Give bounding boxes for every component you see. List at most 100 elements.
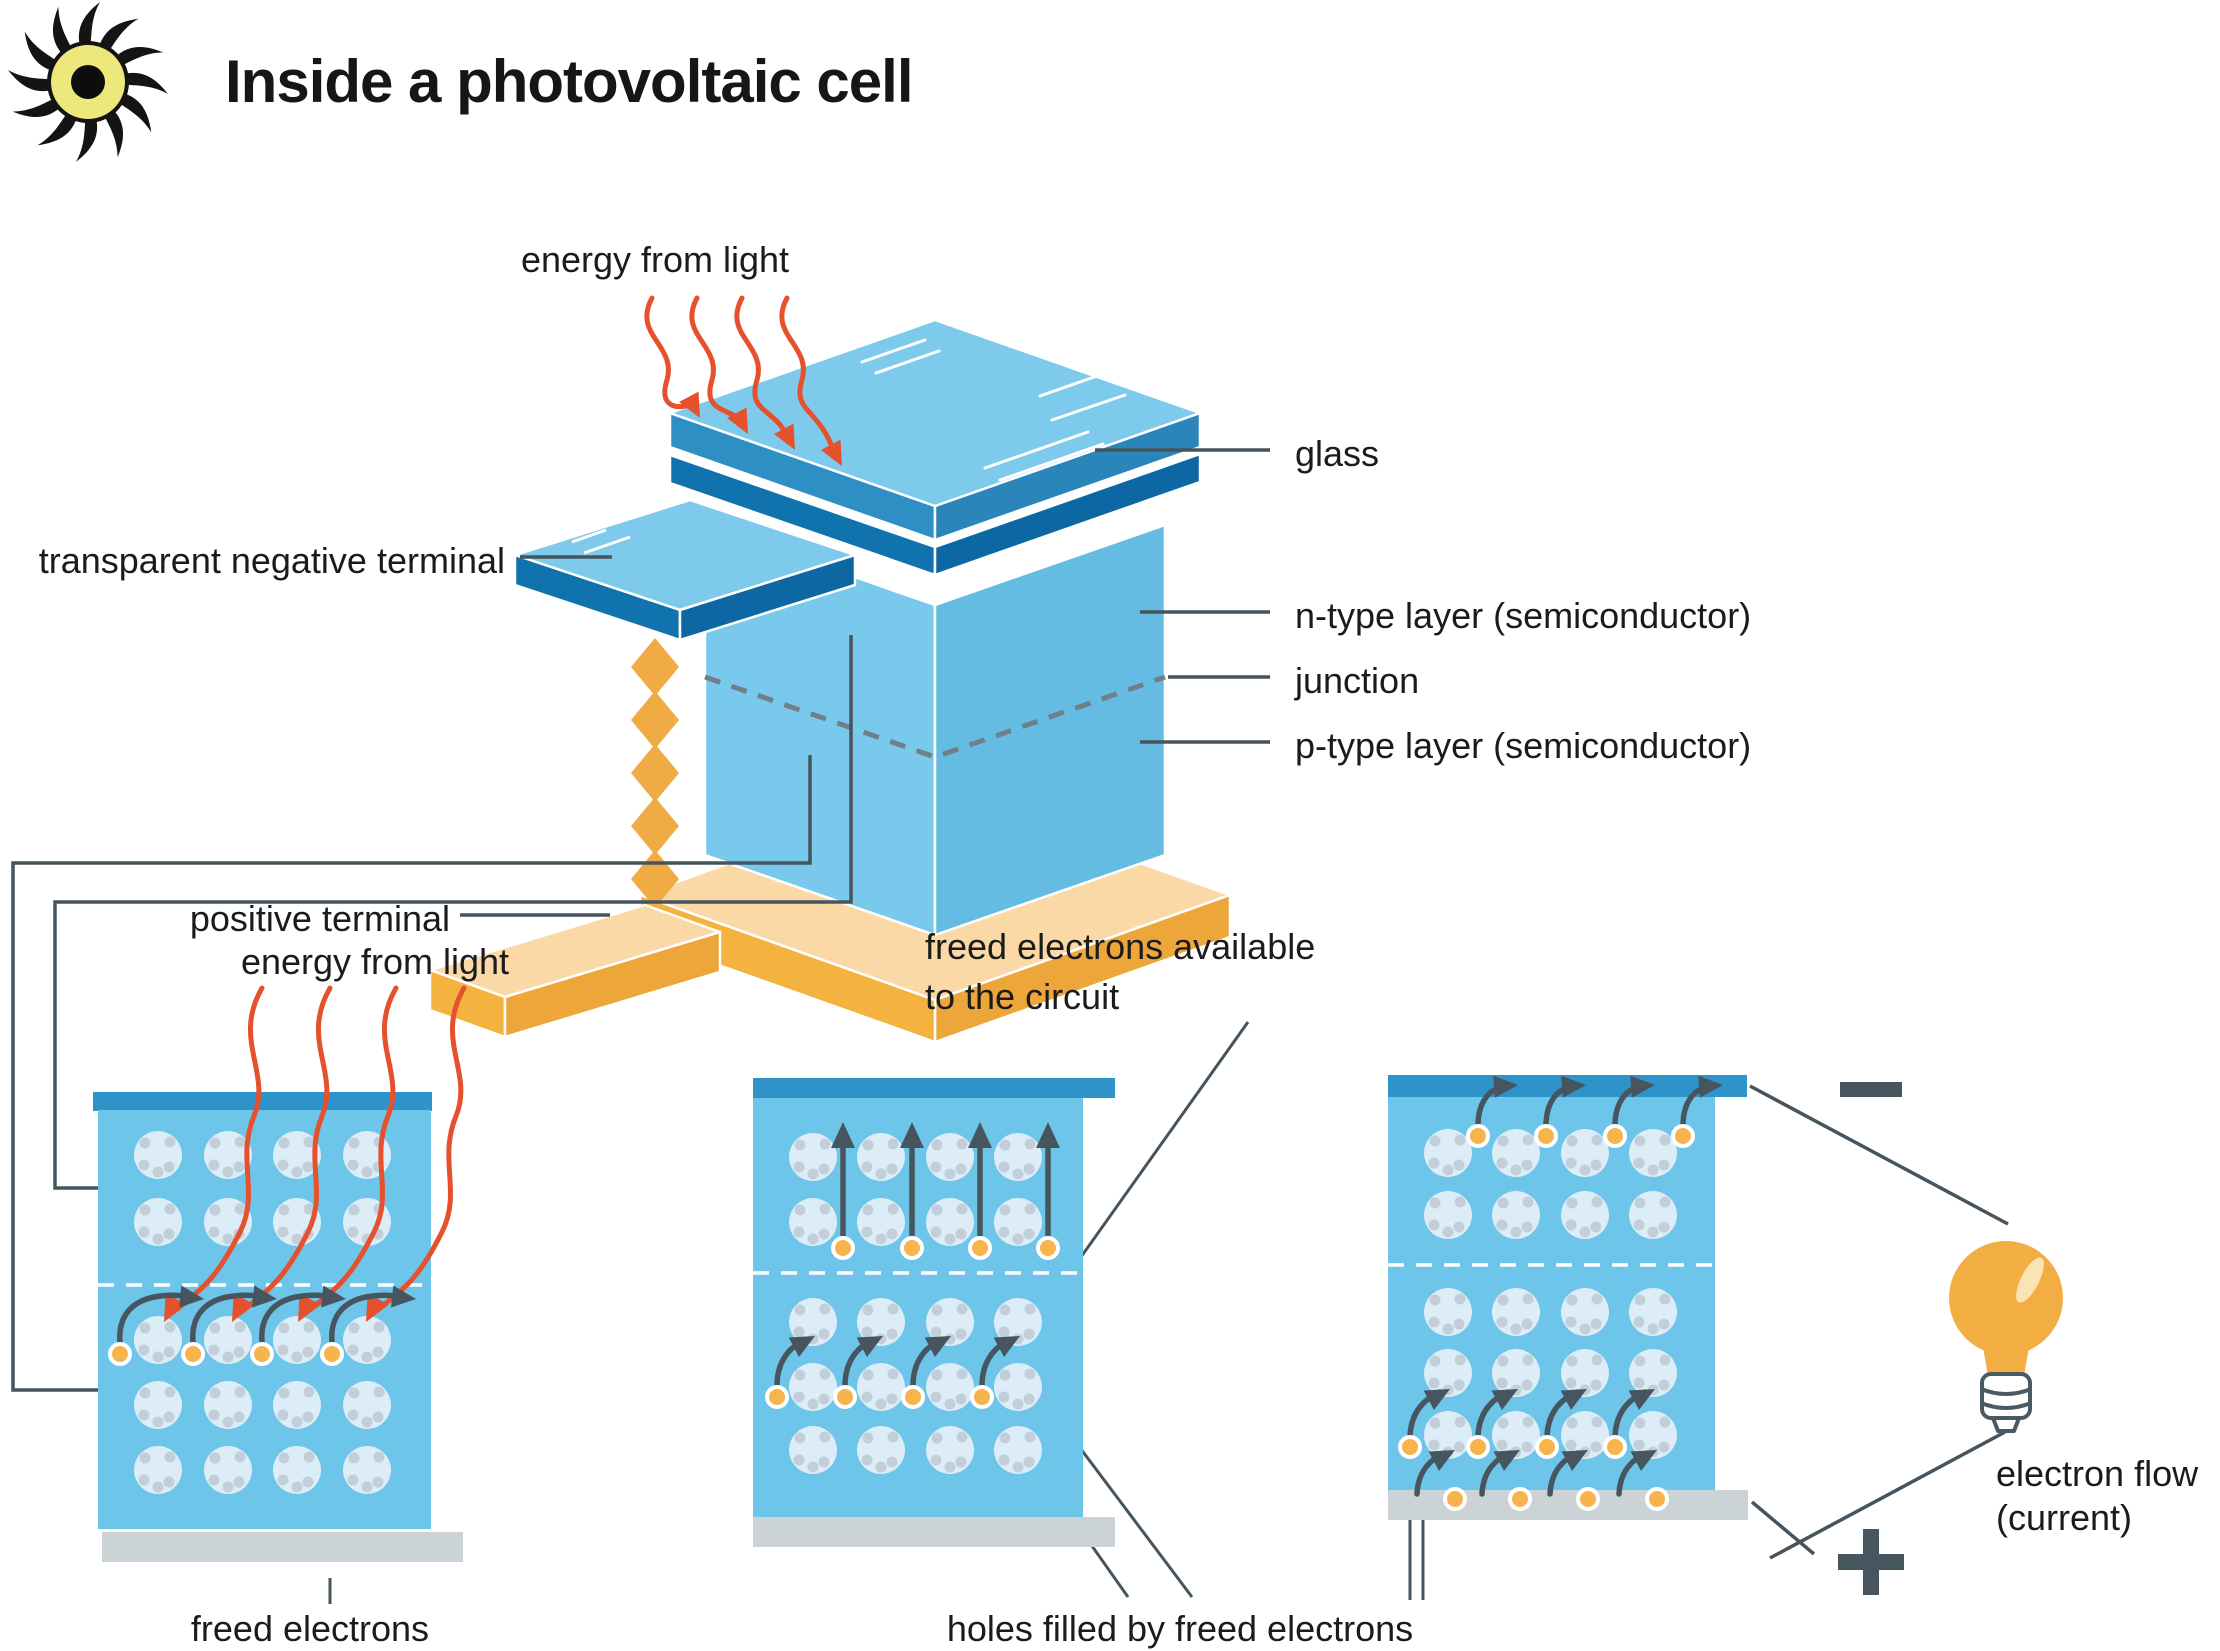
- energy-wave-arrow: [734, 295, 790, 439]
- negative-terminal-label: transparent negative terminal: [38, 540, 505, 581]
- electron-hop-arrowhead: [391, 1285, 416, 1308]
- atom: [204, 1381, 252, 1429]
- atom: [857, 1298, 905, 1346]
- stage-panels: [93, 985, 1748, 1562]
- energy-from-light-label-panel: energy from light: [240, 941, 510, 982]
- electron-dot: [1671, 1124, 1695, 1148]
- junction-label: junction: [1295, 660, 1420, 701]
- atom: [1629, 1349, 1677, 1397]
- holes-filled-label: holes filled by freed electrons: [946, 1608, 1414, 1649]
- wire-positive-bar: [1750, 1500, 1816, 1556]
- tab-streaks: [571, 528, 631, 555]
- negative-terminal-slab: [513, 452, 1202, 642]
- energy-wave-arrowhead: [164, 1293, 187, 1322]
- electron-dot: [1398, 1435, 1422, 1459]
- panel-bottom-bar: [753, 1517, 1115, 1547]
- atom: [343, 1316, 391, 1364]
- sun-ray: [52, 6, 75, 58]
- panel-circuit-extras: [1398, 1075, 1723, 1511]
- sun-ray: [76, 113, 98, 162]
- electron-hop-arrowhead: [321, 1285, 346, 1308]
- atom: [857, 1133, 905, 1181]
- atom: [1424, 1191, 1472, 1239]
- atom: [926, 1426, 974, 1474]
- glass-label: glass: [1295, 433, 1380, 474]
- atom: [1424, 1129, 1472, 1177]
- page-title: Inside a photovoltaic cell: [225, 48, 913, 115]
- atom: [1629, 1411, 1677, 1459]
- panel-freed: [93, 1092, 463, 1562]
- wire-negative-to-bulb: [1749, 1084, 2009, 1226]
- energy-wave-arrow: [237, 985, 333, 1315]
- atom: [204, 1131, 252, 1179]
- electron-dot: [320, 1342, 344, 1366]
- electron-up-arrowhead: [968, 1122, 992, 1148]
- atom: [994, 1363, 1042, 1411]
- atom: [926, 1363, 974, 1411]
- panel-top-bar: [753, 1078, 1115, 1098]
- energy-wave-arrowhead: [679, 391, 700, 418]
- electron-dot: [250, 1342, 274, 1366]
- current-out-arrowhead: [1698, 1075, 1723, 1098]
- sun-icon: [8, 2, 168, 162]
- panel-bottom-bar: [1388, 1490, 1748, 1520]
- glass-slab: [668, 318, 1202, 542]
- atom: [857, 1426, 905, 1474]
- sun-ray: [12, 95, 64, 118]
- energy-wave-arrow: [303, 985, 399, 1315]
- atom: [857, 1363, 905, 1411]
- electron-enter-arrowhead: [1561, 1450, 1588, 1471]
- electron-enter-arrowhead: [1493, 1450, 1520, 1471]
- connector-p-type-to-panel: [11, 755, 812, 1392]
- atom: [1492, 1288, 1540, 1336]
- energy-wave-arrow: [644, 295, 695, 410]
- atom: [926, 1133, 974, 1181]
- wire-bulb-to-positive: [1769, 1430, 2006, 1560]
- atom: [273, 1131, 321, 1179]
- electron-rise-arrowhead: [1560, 1389, 1587, 1410]
- electron-dot: [1466, 1124, 1490, 1148]
- electron-dot: [1534, 1124, 1558, 1148]
- electron-dot: [900, 1236, 924, 1260]
- electron-flow-label-line1: electron flow: [1996, 1453, 2199, 1494]
- panel-circuit: [1388, 1075, 1748, 1520]
- electron-rise-arrowhead: [1491, 1389, 1518, 1410]
- terminal-connector-chain: [631, 638, 679, 908]
- atom: [1629, 1129, 1677, 1177]
- leader-lines: [11, 448, 1270, 1392]
- atom: [343, 1446, 391, 1494]
- panel-available: [753, 1078, 1115, 1547]
- energy-wave-arrowhead: [727, 407, 748, 434]
- electron-enter-arrowhead: [1630, 1450, 1657, 1471]
- sun-ray: [119, 72, 168, 94]
- atom: [1492, 1191, 1540, 1239]
- glass-streaks: [860, 338, 1150, 482]
- electron-dot: [970, 1385, 994, 1409]
- atom: [994, 1298, 1042, 1346]
- freed-electrons-label: freed electrons: [190, 1608, 430, 1649]
- energy-wave-arrow: [371, 985, 467, 1315]
- atom: [1424, 1349, 1472, 1397]
- electron-dot: [833, 1385, 857, 1409]
- energy-arrows-top: [644, 295, 842, 466]
- energy-wave-arrowhead: [232, 1293, 255, 1322]
- panel-top-bar: [93, 1092, 432, 1111]
- atom: [789, 1363, 837, 1411]
- hole-fill-arrowhead: [788, 1336, 815, 1357]
- atom: [1424, 1288, 1472, 1336]
- electron-up-arrowhead: [900, 1122, 924, 1148]
- positive-terminal-label: positive terminal: [189, 898, 450, 939]
- atom: [1561, 1349, 1609, 1397]
- atom: [789, 1198, 837, 1246]
- atom: [1561, 1288, 1609, 1336]
- atom: [1629, 1288, 1677, 1336]
- atom: [273, 1446, 321, 1494]
- energy-wave-arrow: [779, 295, 837, 455]
- electron-hop-arrowhead: [179, 1285, 204, 1308]
- sun-ray: [112, 46, 164, 69]
- electron-rise-arrowhead: [1423, 1389, 1450, 1410]
- electron-dot: [1466, 1435, 1490, 1459]
- electron-up-arrowhead: [831, 1122, 855, 1148]
- energy-wave-arrow: [169, 985, 265, 1315]
- atom: [994, 1426, 1042, 1474]
